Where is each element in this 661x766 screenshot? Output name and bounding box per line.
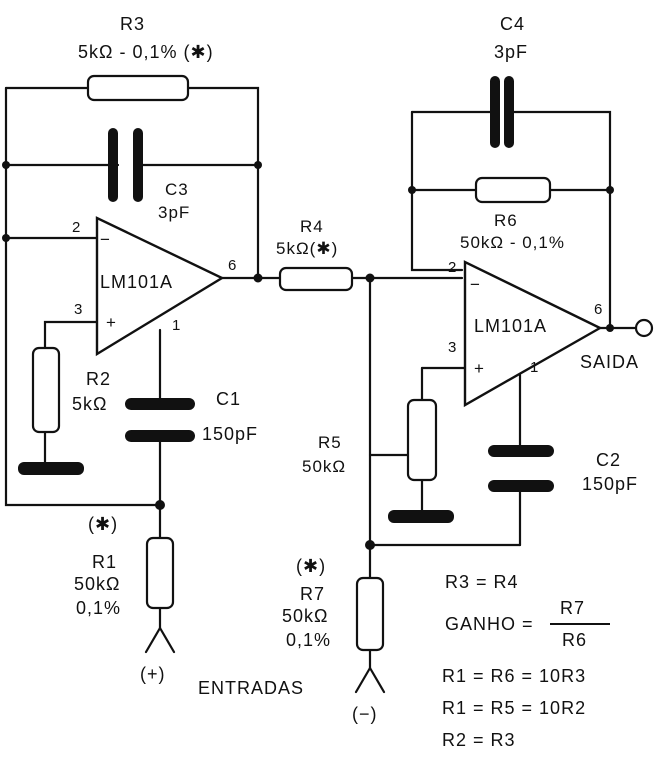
input-plus-label: (+) — [140, 664, 166, 684]
r2-value: 5kΩ — [72, 394, 107, 414]
r2-resistor — [31, 346, 61, 434]
ground-bar-left — [18, 462, 84, 475]
r1-name: R1 — [92, 552, 117, 572]
equation-r1-r5: R1 = R5 = 10R2 — [442, 698, 586, 718]
r6-name: R6 — [494, 211, 518, 230]
r4-name: R4 — [300, 217, 324, 236]
u1-pin-out: 6 — [228, 257, 236, 274]
u2-opamp-body — [463, 260, 603, 408]
c4-value: 3pF — [494, 42, 528, 62]
c2-name: C2 — [596, 450, 621, 470]
c1-value: 150pF — [202, 424, 258, 444]
c4-capacitor — [490, 76, 514, 148]
input-minus-label: (−) — [352, 704, 378, 724]
input-minus-terminal — [354, 666, 386, 694]
r6-resistor — [474, 176, 552, 204]
r1-resistor — [145, 536, 175, 610]
r5-name: R5 — [318, 433, 342, 452]
c2-value: 150pF — [582, 474, 638, 494]
r1-value: 50kΩ — [74, 574, 120, 594]
c4-name: C4 — [500, 14, 525, 34]
output-label: SAIDA — [580, 352, 639, 372]
equation-r2-r3: R2 = R3 — [442, 730, 516, 750]
r7-value: 50kΩ — [282, 606, 328, 626]
gain-denominator: R6 — [562, 630, 587, 650]
u2-label: LM101A — [474, 316, 547, 336]
r5-resistor — [406, 398, 438, 482]
wiring — [4, 86, 638, 670]
u2-sign-plus: + — [474, 359, 485, 378]
u1-opamp-body — [95, 216, 225, 357]
ground-bar-center — [388, 510, 454, 523]
r3-name: R3 — [120, 14, 145, 34]
u2-pin-inv: 2 — [448, 259, 456, 276]
r3-value: 5kΩ - 0,1% (✱) — [78, 42, 214, 62]
r7-tolerance: 0,1% — [286, 630, 331, 650]
c1-capacitor — [125, 398, 195, 442]
gain-label: GANHO = — [445, 614, 534, 634]
r4-resistor — [278, 266, 354, 292]
r2-name: R2 — [86, 369, 111, 389]
equation-r3-r4: R3 = R4 — [445, 572, 519, 592]
c3-capacitor — [108, 128, 143, 202]
u1-sign-minus: − — [100, 230, 111, 249]
u1-sign-plus: + — [106, 313, 117, 332]
u1-pin-comp: 1 — [172, 317, 180, 334]
c3-name: C3 — [165, 180, 189, 199]
u1-pin-inv: 2 — [72, 219, 80, 236]
u2-pin-out: 6 — [594, 301, 602, 318]
gain-numerator: R7 — [560, 598, 585, 618]
r1-tolerance: 0,1% — [76, 598, 121, 618]
c3-value: 3pF — [158, 203, 190, 222]
input-plus-terminal — [144, 626, 176, 654]
r4-value: 5kΩ(✱) — [276, 239, 338, 258]
r3-resistor — [86, 74, 190, 102]
output-terminal — [634, 318, 654, 338]
u2-sign-minus: − — [470, 275, 481, 294]
u2-pin-noninv: 3 — [448, 339, 456, 356]
inputs-label: ENTRADAS — [198, 678, 304, 698]
c1-name: C1 — [216, 389, 241, 409]
r5-value: 50kΩ — [302, 457, 346, 476]
r7-name: R7 — [300, 584, 325, 604]
junction-nodes — [2, 161, 614, 550]
r7-resistor — [355, 576, 385, 652]
u1-label: LM101A — [100, 272, 173, 292]
c2-capacitor — [488, 445, 554, 492]
u2-pin-comp: 1 — [530, 359, 538, 376]
r1-mark: (✱) — [88, 514, 118, 534]
equation-r1-r6: R1 = R6 = 10R3 — [442, 666, 586, 686]
u1-pin-noninv: 3 — [74, 301, 82, 318]
r7-mark: (✱) — [296, 556, 326, 576]
r6-value: 50kΩ - 0,1% — [460, 233, 565, 252]
